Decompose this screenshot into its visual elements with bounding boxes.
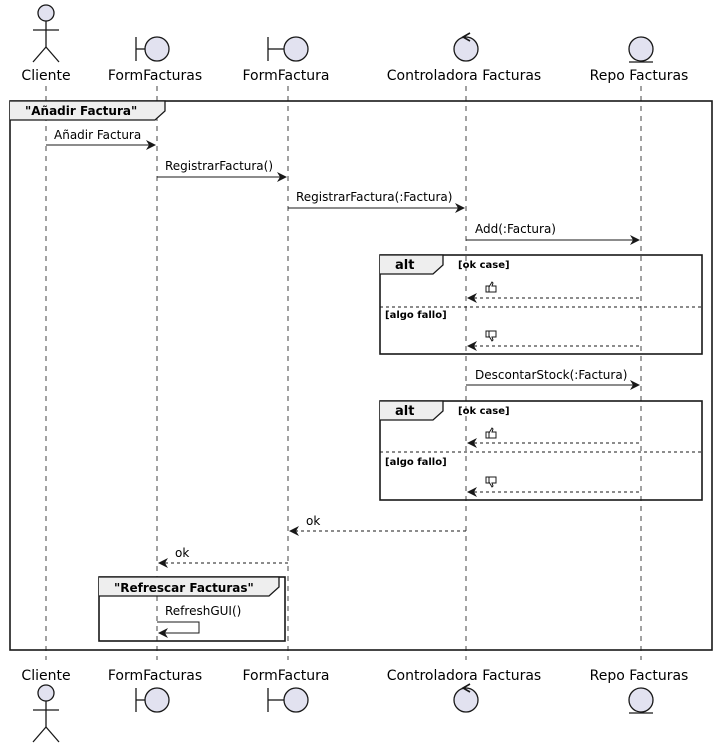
inner-frame: "Refrescar Facturas" <box>98 576 286 642</box>
participant-label-repo: Repo Facturas <box>590 668 689 684</box>
alt-guard-fail: [algo fallo] <box>385 310 447 321</box>
control-icon <box>453 32 479 62</box>
message-label: Add(:Factura) <box>475 222 556 236</box>
thumbs-up-icon <box>485 281 497 293</box>
participant-label-formfacturas: FormFacturas <box>108 668 202 684</box>
alt-block-2: alt [ok case] [algo fallo] <box>379 400 703 501</box>
participant-controladora-top: Controladora Facturas <box>387 32 541 84</box>
participant-controladora-bottom: Controladora Facturas <box>387 668 541 713</box>
message-label: RegistrarFactura(:Factura) <box>296 190 452 204</box>
message-label: ok <box>175 546 189 560</box>
participant-label-repo: Repo Facturas <box>590 68 689 84</box>
participant-repo-top: Repo Facturas <box>590 36 689 84</box>
message-registrar-factura: RegistrarFactura() <box>157 159 287 182</box>
thumbs-down-icon <box>485 330 497 342</box>
thumbs-down-icon <box>485 476 497 488</box>
participant-formfactura-top: FormFactura <box>242 36 330 84</box>
actor-icon <box>32 4 60 63</box>
alt-guard-ok: [ok case] <box>458 260 510 271</box>
thumbs-up-icon <box>485 427 497 439</box>
message-registrar-factura-param: RegistrarFactura(:Factura) <box>288 190 465 213</box>
message-anadir-factura: Añadir Factura <box>46 128 156 150</box>
participant-formfacturas-bottom: FormFacturas <box>108 668 202 713</box>
participant-label-controladora: Controladora Facturas <box>387 668 541 684</box>
outer-frame: "Añadir Factura" <box>9 100 713 651</box>
actor-icon <box>32 684 60 743</box>
message-refresh-gui: RefreshGUI() <box>157 604 241 638</box>
entity-icon <box>628 687 654 714</box>
alt-keyword: alt <box>395 404 414 419</box>
participant-label-formfacturas: FormFacturas <box>108 68 202 84</box>
participant-label-controladora: Controladora Facturas <box>387 68 541 84</box>
control-icon <box>453 683 479 713</box>
boundary-icon <box>135 687 170 713</box>
message-ok-controladora: ok <box>289 514 466 536</box>
inner-frame-title: "Refrescar Facturas" <box>114 581 254 595</box>
boundary-icon <box>267 36 309 62</box>
participant-label-cliente: Cliente <box>21 68 70 84</box>
message-label: RegistrarFactura() <box>165 159 273 173</box>
message-label: ok <box>306 514 320 528</box>
alt-block-1: alt [ok case] [algo fallo] <box>379 254 703 355</box>
participant-label-formfactura: FormFactura <box>242 68 329 84</box>
message-label: Añadir Factura <box>54 128 141 142</box>
participant-repo-bottom: Repo Facturas <box>590 668 689 714</box>
participant-cliente-bottom: Cliente <box>21 668 71 743</box>
message-label: RefreshGUI() <box>165 604 241 618</box>
participant-formfacturas-top: FormFacturas <box>108 36 202 84</box>
boundary-icon <box>267 687 309 713</box>
boundary-icon <box>135 36 170 62</box>
message-ok-formfactura: ok <box>158 546 288 568</box>
message-add: Add(:Factura) <box>466 222 640 245</box>
participant-formfactura-bottom: FormFactura <box>242 668 330 713</box>
participant-cliente-top: Cliente <box>21 4 71 84</box>
participant-label-cliente: Cliente <box>21 668 70 684</box>
participant-label-formfactura: FormFactura <box>242 668 329 684</box>
alt-guard-ok: [ok case] <box>458 406 510 417</box>
alt-keyword: alt <box>395 258 414 273</box>
entity-icon <box>628 36 654 63</box>
outer-frame-title: "Añadir Factura" <box>25 104 137 118</box>
alt-guard-fail: [algo fallo] <box>385 457 447 468</box>
message-label: DescontarStock(:Factura) <box>475 368 627 382</box>
message-descontar-stock: DescontarStock(:Factura) <box>466 368 640 390</box>
